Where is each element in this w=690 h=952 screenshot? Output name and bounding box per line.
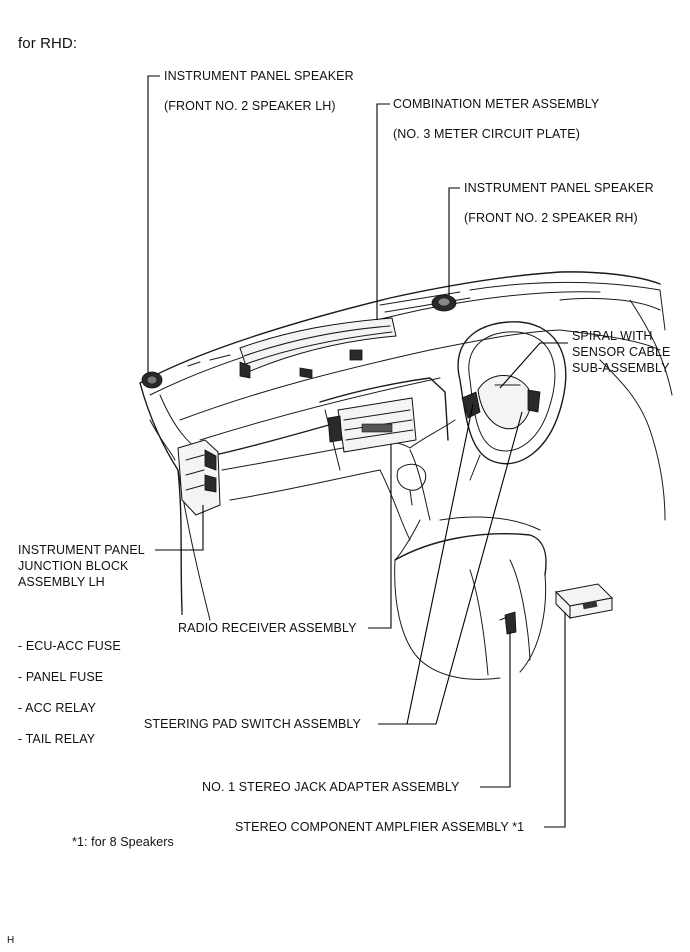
label-steering-pad-switch: STEERING PAD SWITCH ASSEMBLY (144, 717, 361, 731)
label-stereo-jack-adapter: NO. 1 STEREO JACK ADAPTER ASSEMBLY (202, 780, 460, 794)
fuse-item: - ACC RELAY (18, 701, 96, 715)
fuse-item: - ECU-ACC FUSE (18, 639, 121, 653)
label-junction-block-1: INSTRUMENT PANEL (18, 543, 145, 557)
speaker-rh-part (431, 294, 457, 312)
radio-receiver-part (327, 397, 417, 453)
label-ip-speaker-lh: INSTRUMENT PANEL SPEAKER (164, 69, 354, 83)
label-stereo-amplifier: STEREO COMPONENT AMPLFIER ASSEMBLY *1 (235, 820, 525, 834)
label-combination-meter-sub: (NO. 3 METER CIRCUIT PLATE) (393, 127, 580, 141)
label-spiral-2: SENSOR CABLE (572, 345, 671, 359)
junction-block-part (177, 439, 221, 516)
label-ip-speaker-lh-sub: (FRONT NO. 2 SPEAKER LH) (164, 99, 336, 113)
label-spiral-3: SUB-ASSEMBLY (572, 361, 670, 375)
page-heading: for RHD: (18, 35, 78, 52)
stereo-jack-part (499, 611, 517, 635)
label-ip-speaker-rh: INSTRUMENT PANEL SPEAKER (464, 181, 654, 195)
label-spiral-1: SPIRAL WITH (572, 329, 653, 343)
steering-wheel-part (409, 321, 567, 481)
corner-mark: H (7, 935, 15, 946)
label-ip-speaker-rh-sub: (FRONT NO. 2 SPEAKER RH) (464, 211, 638, 225)
speaker-lh-part (141, 371, 163, 389)
fuse-item: - PANEL FUSE (18, 670, 104, 684)
label-radio-receiver: RADIO RECEIVER ASSEMBLY (178, 621, 357, 635)
footnote: *1: for 8 Speakers (72, 835, 174, 849)
combination-meter-part (239, 317, 397, 379)
leader-lines (147, 75, 568, 828)
amplifier-part (554, 583, 614, 620)
label-junction-block-3: ASSEMBLY LH (18, 575, 105, 589)
fuse-item: - TAIL RELAY (18, 732, 96, 746)
label-combination-meter: COMBINATION METER ASSEMBLY (393, 97, 600, 111)
label-junction-block-2: JUNCTION BLOCK (18, 559, 129, 573)
